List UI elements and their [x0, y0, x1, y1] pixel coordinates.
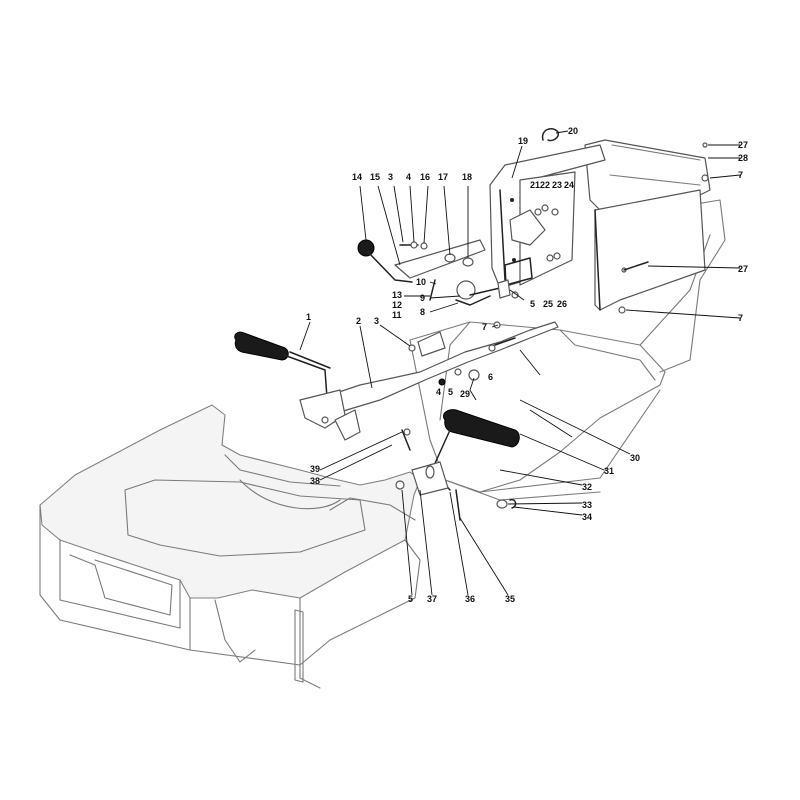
callout-31: 31: [604, 466, 614, 476]
hardware: [395, 142, 709, 490]
callout-6: 6: [488, 372, 493, 382]
callout-39: 39: [310, 464, 320, 474]
callout-33: 33: [582, 500, 592, 510]
callout-12: 12: [392, 300, 402, 310]
callout-3: 3: [388, 172, 393, 182]
control-rod: [329, 321, 559, 413]
callout-4: 4: [406, 172, 411, 182]
callout-15: 15: [370, 172, 380, 182]
leader-lines: [299, 130, 741, 596]
callout-9: 9: [420, 293, 425, 303]
throttle-cable: [429, 279, 511, 306]
mounting-plate: [417, 331, 446, 357]
callout-27: 27: [738, 140, 748, 150]
callout-8: 8: [420, 307, 425, 317]
callout-25: 25: [543, 299, 553, 309]
fender-floor-pan: [39, 404, 421, 689]
callout-5: 5: [530, 299, 535, 309]
callout-27: 27: [738, 264, 748, 274]
callout-11: 11: [392, 310, 402, 320]
callout-20: 20: [568, 126, 578, 136]
callout-28: 28: [738, 153, 748, 163]
control-bracket: [489, 144, 606, 289]
callout-32: 32: [582, 482, 592, 492]
lever-knob: [357, 239, 375, 257]
callout-1: 1: [306, 312, 311, 322]
callout-13: 13: [392, 290, 402, 300]
callout-19: 19: [518, 136, 528, 146]
callout-2: 2: [356, 316, 361, 326]
callout-4: 4: [436, 387, 441, 397]
callout-29: 29: [460, 389, 470, 399]
callout-37: 37: [427, 594, 437, 604]
spring-clip: [496, 498, 517, 509]
callout-21: 21: [530, 180, 540, 190]
right-lever: [411, 409, 520, 521]
battery-box: [584, 139, 711, 311]
callout-38: 38: [310, 476, 320, 486]
callout-35: 35: [505, 594, 515, 604]
left-lever: [234, 331, 361, 441]
callout-7: 7: [482, 322, 487, 332]
callout-10: 10: [416, 277, 426, 287]
callout-7: 7: [738, 170, 743, 180]
callout-34: 34: [582, 512, 592, 522]
callout-30: 30: [630, 453, 640, 463]
callout-17: 17: [438, 172, 448, 182]
callout-7: 7: [738, 313, 743, 323]
callout-16: 16: [420, 172, 430, 182]
callout-23: 23: [552, 180, 562, 190]
callout-14: 14: [352, 172, 362, 182]
callout-36: 36: [465, 594, 475, 604]
callout-22: 22: [540, 180, 550, 190]
callout-labels: 1 2 3 3 4 4 5 5 5 6 7 7 7 8 9 10 11 12 1…: [306, 126, 748, 604]
callout-18: 18: [462, 172, 472, 182]
callout-5: 5: [448, 387, 453, 397]
throttle-lever: [357, 239, 486, 283]
callout-3: 3: [374, 316, 379, 326]
switch-bracket: [504, 204, 561, 286]
callout-26: 26: [557, 299, 567, 309]
retaining-clip: [541, 128, 560, 142]
callout-5: 5: [408, 594, 413, 604]
callout-24: 24: [564, 180, 574, 190]
